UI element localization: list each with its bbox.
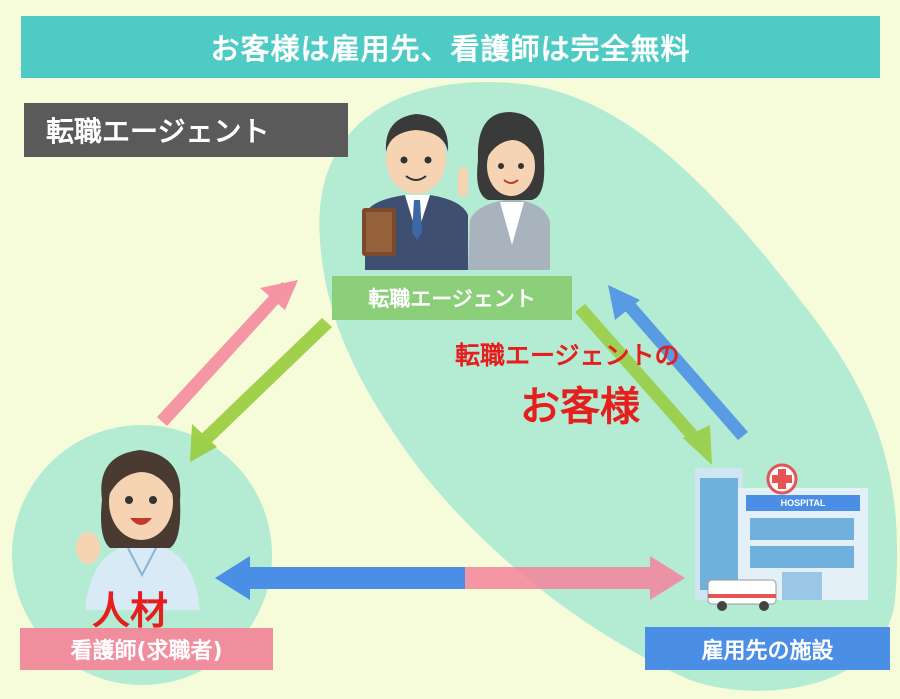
hospital-sign: HOSPITAL [781,498,826,508]
hospital-icon: HOSPITAL [695,463,868,611]
arrow-nurse-to-agent [157,280,298,426]
nurse-icon [76,450,200,610]
talent-label: 人材 [92,589,169,633]
client-note-line2: お客様 [520,384,640,430]
arrow-agent-to-nurse [190,318,332,462]
header-banner: お客様は雇用先、看護師は完全無料 [21,16,880,78]
nurse-label: 看護師(求職者) [20,628,273,670]
arrow-facility-to-agent [608,285,748,440]
section-tag: 転職エージェント [24,103,348,157]
facility-label: 雇用先の施設 [645,627,890,670]
arrow-nurse-facility [215,556,685,600]
arrow-agent-to-facility [575,304,712,465]
business-people-icon [362,112,550,270]
client-note-line1: 転職エージェントの [455,341,680,370]
agent-label: 転職エージェント [332,276,572,320]
